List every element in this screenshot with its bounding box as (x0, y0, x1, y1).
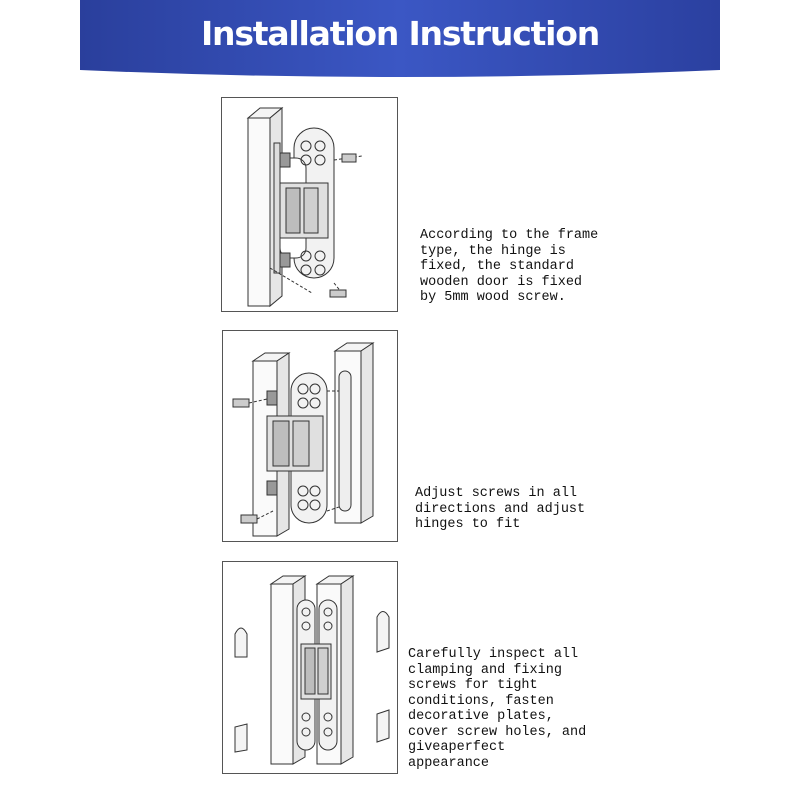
banner-background (80, 0, 720, 77)
step-2-text: Adjust screws in all directions and adju… (415, 486, 586, 532)
step-1-illustration (221, 97, 398, 312)
header-banner: Installation Instruction (80, 0, 720, 84)
step-2-illustration (222, 330, 398, 542)
step-3-text: Carefully inspect all clamping and fixin… (408, 647, 587, 771)
page-title: Installation Instruction (200, 14, 600, 53)
step-1-text: According to the frame type, the hinge i… (420, 228, 599, 305)
step-3-illustration (222, 561, 398, 774)
